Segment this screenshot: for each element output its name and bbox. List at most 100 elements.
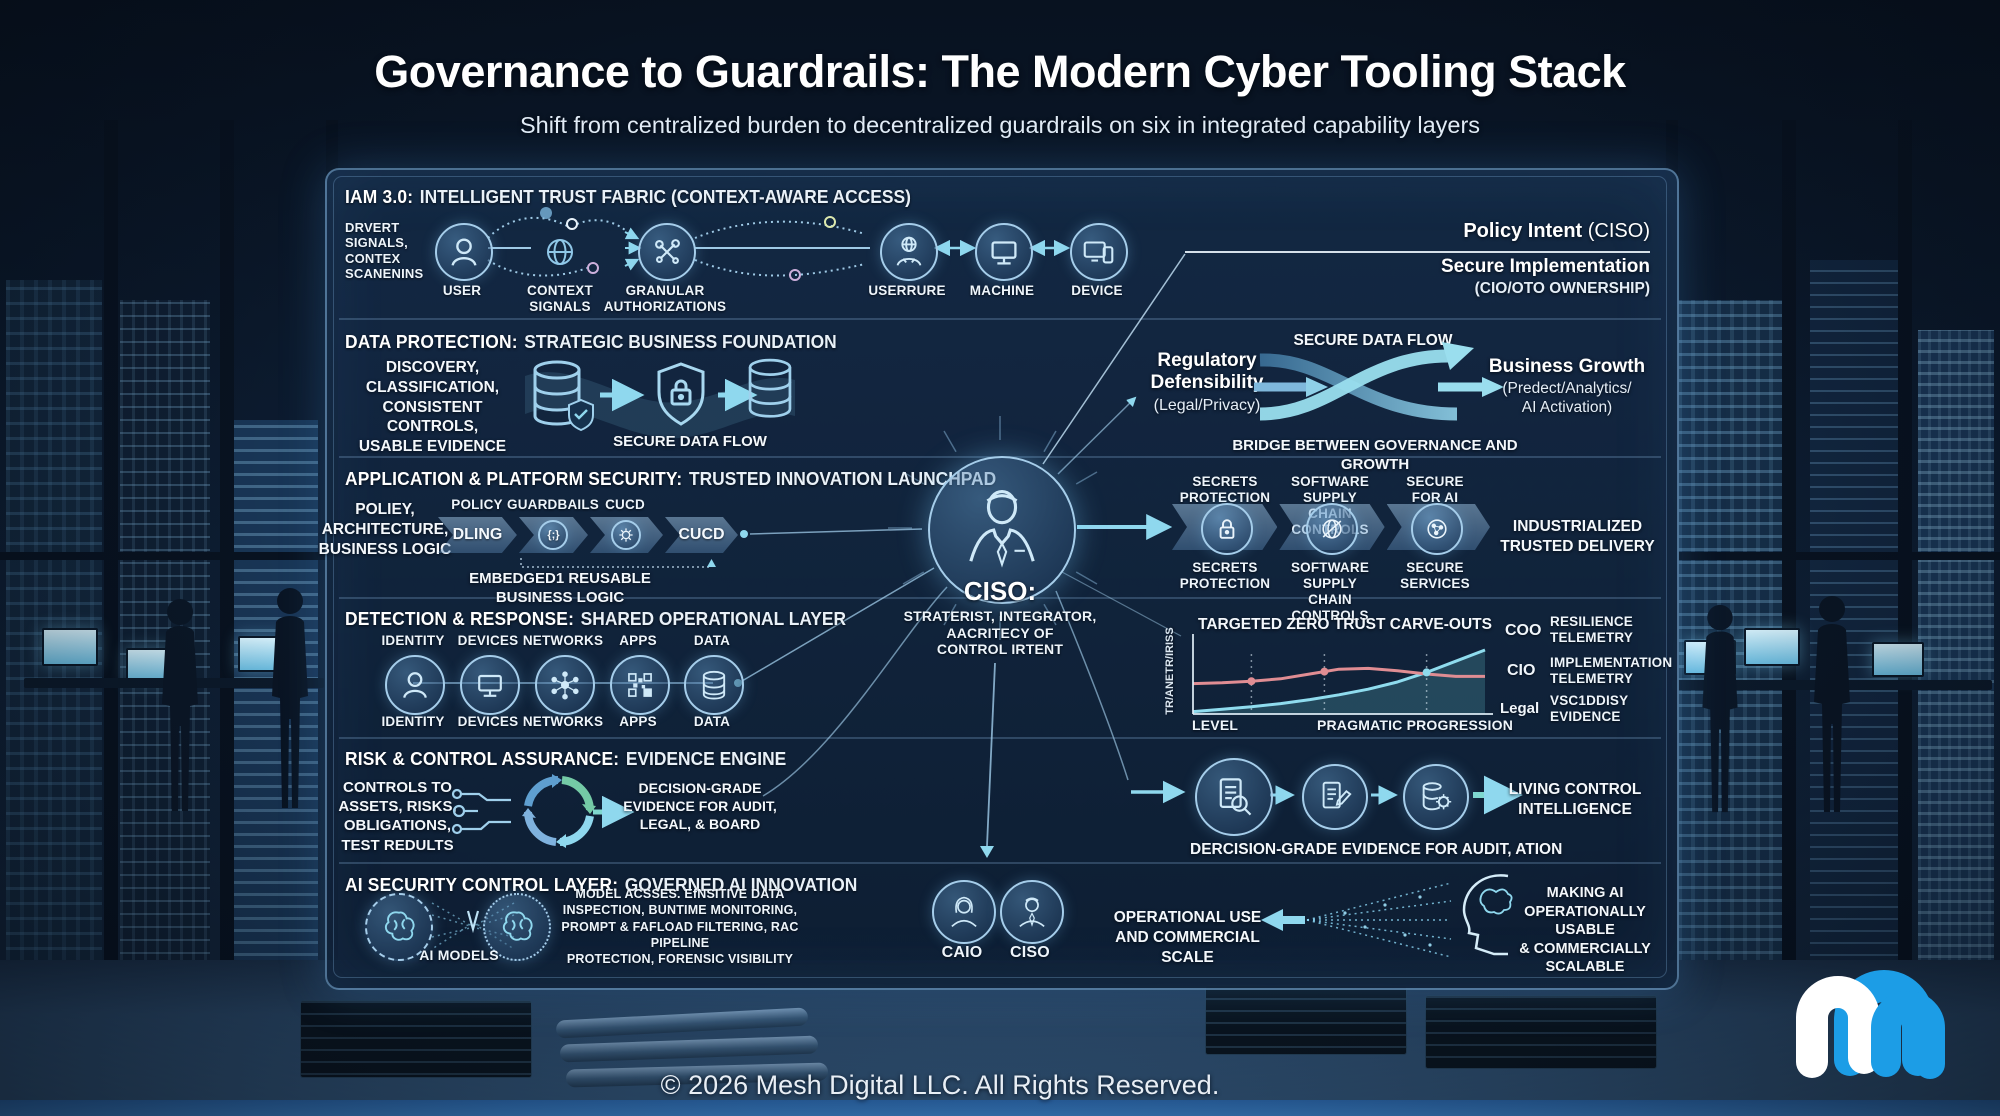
chart-legend-who: CIO <box>1507 662 1536 679</box>
brain-icon <box>384 911 415 941</box>
appsec-chevron-cucd: CUCD <box>665 517 738 553</box>
ciso-avatar-label: CISO <box>1010 944 1050 961</box>
business-growth-paren: (Predect/Analytics/ AI Activation) <box>1502 380 1632 416</box>
chart-legend-who: Legal <box>1500 700 1540 717</box>
device-node <box>1070 223 1128 281</box>
regulatory-defensibility-label: Regulatory Defensibility <box>1150 350 1264 393</box>
appsec-heading: APPLICATION & PLATFORM SECURITY:TRUSTED … <box>345 468 997 489</box>
ciso-avatar <box>1000 880 1064 944</box>
mesh-digital-logo <box>1796 970 1945 1079</box>
secure-implementation-label: Secure Implementation <box>1440 256 1650 277</box>
detection-top-label: DATA <box>693 633 731 648</box>
circuit-icon <box>451 788 511 835</box>
appsec-top-label: GUARDBAILS <box>507 497 599 512</box>
ciso-title: CISO: <box>963 576 1037 606</box>
appsec-chevron-braces: {;} <box>519 517 588 553</box>
detection-bottom-label: APPS <box>619 714 657 729</box>
iam-node-label: DEVICE <box>1071 283 1123 298</box>
shield-check-badge-icon <box>568 398 594 432</box>
ai-layer-heading: AI SECURITY CONTROL LAYER:GOVERNED AI IN… <box>345 874 858 895</box>
network-icon <box>551 671 579 700</box>
person-icon <box>403 672 427 699</box>
policy-intent-label: Policy Intent (CISO) <box>1463 220 1650 242</box>
crossed-keys-icon <box>655 239 680 264</box>
lock-icon <box>1219 519 1235 539</box>
data-node <box>684 655 744 715</box>
globe-head-user-icon <box>896 236 922 266</box>
zero-trust-chart <box>1192 634 1493 715</box>
brain-icon <box>502 911 533 941</box>
user-node <box>435 223 493 281</box>
delivery-bottom-label: SECURE SERVICES <box>1400 560 1470 591</box>
database-icon <box>748 358 792 418</box>
globe-slash-icon <box>1322 519 1342 539</box>
monitor-icon <box>478 674 502 697</box>
ai-model-node <box>483 893 551 961</box>
iam-heading: IAM 3.0:INTELLIGENT TRUST FABRIC (CONTEX… <box>345 186 911 207</box>
ai-model-node <box>365 893 433 961</box>
chart-legend-what: VSC1DDISY EVIDENCE <box>1550 693 1629 724</box>
delivery-bottom-label: SOFTWARE SUPPLY CHAIN CONTROLS <box>1290 560 1370 623</box>
detection-top-label: APPS <box>619 633 657 648</box>
delivery-top-label: SECURE FOR AI <box>1406 474 1464 505</box>
page-title: Governance to Guardrails: The Modern Cyb… <box>374 46 1626 97</box>
userrure-node <box>880 223 938 281</box>
evidence-checklist-node <box>1302 764 1368 830</box>
iam-node-label: CONTEXT SIGNALS <box>527 283 593 314</box>
iam-node-label: MACHINE <box>969 283 1035 298</box>
appsec-top-label: POLICY <box>451 497 503 512</box>
bridge-bottom-caption: BRIDGE BETWEEN GOVERNANCE AND GROWTH <box>1232 437 1518 474</box>
iam-left-note: DRVERT SIGNALS, CONTEX SCANENINS <box>345 220 424 281</box>
detection-top-label: DEVICES <box>457 633 519 648</box>
crossing-arrows-graphic <box>1254 342 1504 421</box>
appsec-chevron-dling: DLING <box>438 517 517 553</box>
business-growth-label: Business Growth <box>1488 356 1646 377</box>
chart-legend-what: IMPLEMENTATION TELEMETRY <box>1550 655 1673 686</box>
devices-node <box>460 655 520 715</box>
secrets-protection-node <box>1201 503 1253 555</box>
apps-node <box>610 655 670 715</box>
zero-trust-chart-xlabel-left: LEVEL <box>1192 717 1239 733</box>
ciso-role: STRATERIST, INTEGRATOR, AACRITECY OF CON… <box>903 608 1097 658</box>
operational-use-note: OPERATIONAL USE AND COMMERCIAL SCALE <box>1113 909 1262 966</box>
caio-label: CAIO <box>941 944 983 961</box>
user-icon <box>451 238 477 266</box>
appsec-left-note: POLIEY, ARCHITECTURE, BUSINESS LOGIC <box>318 501 452 558</box>
zero-trust-chart-title: TARGETED ZERO TRUST CARVE-OUTS <box>1198 616 1492 633</box>
ai-layer-right-note: MODEL ACSSES. EfNSITIVE DATA INSPECTION,… <box>561 887 799 966</box>
detection-bottom-label: DEVICES <box>457 714 519 729</box>
cycle-arrows-icon <box>522 774 596 848</box>
risk-heading: RISK & CONTROL ASSURANCE:EVIDENCE ENGINE <box>345 748 787 769</box>
ai-models-label: AI MODELS <box>419 947 499 963</box>
secure-implementation-owner: (CIO/OTO OWNERSHIP) <box>1474 280 1650 297</box>
machine-node <box>975 223 1033 281</box>
evidence-audit-node <box>1195 758 1273 836</box>
qr-apps-icon <box>628 673 652 697</box>
risk-right-note: DECISION-GRADE EVIDENCE FOR AUDIT, LEGAL… <box>623 780 777 832</box>
iam-node-label: USER <box>442 283 482 298</box>
ciso-person-icon <box>969 490 1035 568</box>
checklist-pen-icon <box>1322 781 1352 809</box>
male-person-icon <box>1019 897 1045 928</box>
delivery-bottom-label: SECRETS PROTECTION <box>1179 560 1271 591</box>
detection-top-label: IDENTITY <box>381 633 445 648</box>
ciso-figure <box>928 456 1076 604</box>
iam-node-label: GRANULAR AUTHORIZATIONS <box>603 283 727 314</box>
secure-for-ai-node <box>1411 503 1463 555</box>
risk-left-note: CONTROLS TO ASSETS, RISKS, OBLIGATIONS, … <box>338 779 457 854</box>
detection-bottom-label: IDENTITY <box>381 714 445 729</box>
detection-bottom-label: NETWORKS <box>522 714 604 729</box>
head-brain-icon <box>1462 874 1513 956</box>
context-signals-icon <box>547 239 573 265</box>
code-braces-icon: {;} <box>538 520 568 550</box>
chart-legend-who: COO <box>1505 622 1542 639</box>
monitor-icon <box>991 241 1017 265</box>
granular-authorizations-node <box>638 223 696 281</box>
data-protection-left-note: DISCOVERY, CLASSIFICATION, CONSISTENT CO… <box>358 359 507 456</box>
regulatory-defensibility-paren: (Legal/Privacy) <box>1153 397 1261 414</box>
page-subtitle: Shift from centralized burden to decentr… <box>519 112 1481 138</box>
evidence-database-node <box>1403 764 1469 830</box>
main-panel-inner-frame <box>333 176 1667 978</box>
networks-node <box>535 655 595 715</box>
